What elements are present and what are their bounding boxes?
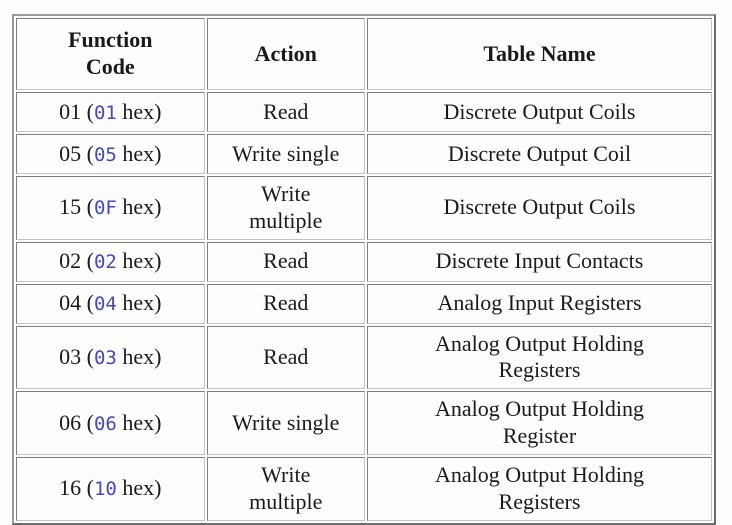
table-name-cell: Analog Output Holding Register	[366, 391, 712, 455]
code-hex-value: 0F	[93, 197, 117, 220]
action-cell: Read	[206, 325, 365, 390]
action-cell: Write multiple	[206, 176, 365, 240]
table-body: 01 (01 hex) Read Discrete Output Coils 0…	[16, 92, 712, 521]
function-code-cell: 04 (04 hex)	[16, 283, 205, 324]
table-name-cell: Analog Input Registers	[366, 283, 712, 324]
table-row: 01 (01 hex) Read Discrete Output Coils	[16, 92, 712, 132]
code-hex-value: 06	[93, 412, 117, 435]
code-hex-suffix: hex)	[116, 98, 162, 124]
action-cell: Write single	[206, 391, 365, 455]
function-code-cell: 03 (03 hex)	[16, 325, 205, 390]
function-code-cell: 06 (06 hex)	[16, 391, 205, 455]
action-cell: Read	[206, 92, 365, 132]
action-cell: Read	[206, 283, 365, 324]
header-function-code: Function Code	[16, 18, 205, 90]
code-hex-value: 01	[93, 101, 117, 124]
code-decimal-and-paren: 16 (	[59, 475, 94, 501]
table-row: 04 (04 hex) Read Analog Input Registers	[16, 283, 712, 324]
table-name-cell: Discrete Output Coils	[366, 176, 712, 240]
code-hex-suffix: hex)	[116, 248, 162, 274]
action-cell: Write multiple	[206, 456, 365, 521]
code-decimal-and-paren: 05 (	[59, 140, 94, 166]
table-name-cell: Discrete Output Coil	[366, 134, 712, 174]
table-header-row: Function Code Action Table Name	[16, 18, 712, 90]
table-name-cell: Analog Output Holding Registers	[366, 456, 712, 521]
code-hex-suffix: hex)	[116, 140, 162, 166]
table-row: 15 (0F hex) Write multiple Discrete Outp…	[16, 176, 712, 240]
code-hex-value: 02	[93, 251, 117, 274]
header-action: Action	[206, 18, 365, 90]
table-name-cell: Discrete Input Contacts	[366, 241, 712, 282]
function-code-cell: 02 (02 hex)	[16, 241, 205, 282]
code-decimal-and-paren: 15 (	[59, 194, 94, 220]
code-hex-suffix: hex)	[116, 475, 162, 501]
code-hex-suffix: hex)	[116, 194, 162, 220]
modbus-function-code-table: Function Code Action Table Name 01 (01 h…	[12, 14, 716, 525]
action-cell: Write single	[206, 134, 365, 174]
code-hex-suffix: hex)	[116, 409, 162, 435]
code-decimal-and-paren: 01 (	[59, 98, 94, 124]
code-hex-suffix: hex)	[116, 290, 162, 316]
function-code-cell: 15 (0F hex)	[16, 176, 205, 240]
code-hex-value: 03	[93, 347, 117, 370]
function-code-cell: 16 (10 hex)	[16, 456, 205, 521]
function-code-cell: 05 (05 hex)	[16, 134, 205, 174]
header-table-name: Table Name	[366, 18, 712, 90]
table-row: 06 (06 hex) Write single Analog Output H…	[16, 391, 712, 455]
code-decimal-and-paren: 06 (	[59, 409, 94, 435]
table-row: 03 (03 hex) Read Analog Output Holding R…	[16, 325, 712, 390]
action-cell: Read	[206, 241, 365, 282]
code-hex-suffix: hex)	[116, 344, 162, 370]
table-row: 16 (10 hex) Write multiple Analog Output…	[16, 456, 712, 521]
code-hex-value: 04	[93, 293, 117, 316]
code-decimal-and-paren: 03 (	[59, 344, 94, 370]
code-hex-value: 05	[93, 143, 117, 166]
code-decimal-and-paren: 02 (	[59, 248, 94, 274]
table-name-cell: Discrete Output Coils	[366, 92, 712, 132]
function-code-cell: 01 (01 hex)	[16, 92, 205, 132]
code-decimal-and-paren: 04 (	[59, 290, 94, 316]
code-hex-value: 10	[93, 478, 117, 501]
table-row: 02 (02 hex) Read Discrete Input Contacts	[16, 241, 712, 282]
table-name-cell: Analog Output Holding Registers	[366, 325, 712, 390]
table-row: 05 (05 hex) Write single Discrete Output…	[16, 134, 712, 174]
